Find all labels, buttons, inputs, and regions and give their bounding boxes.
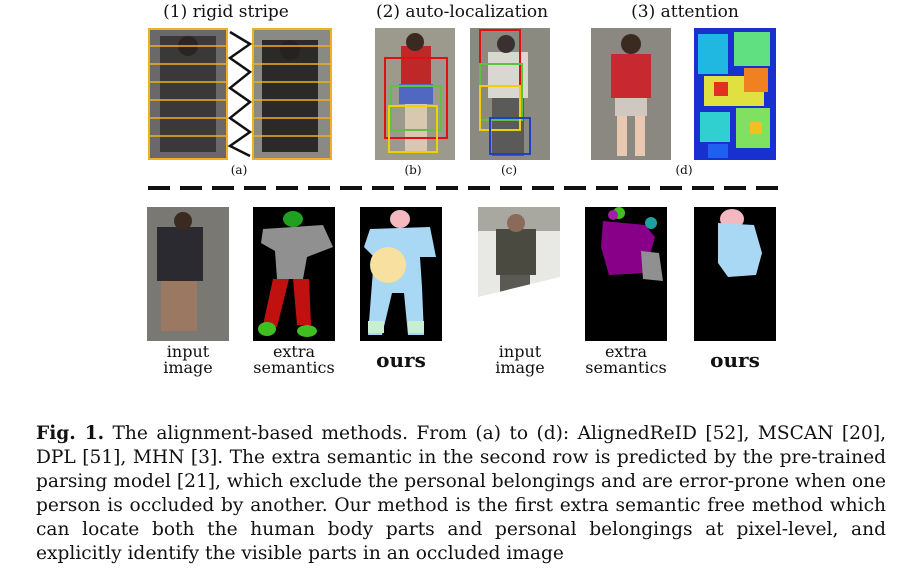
- label-input-image-1: input image: [163, 342, 213, 377]
- ours-mask-2: [694, 207, 776, 341]
- input-image-2: [478, 207, 560, 341]
- ours-mask-1: [360, 207, 442, 341]
- caption-text: The alignment-based methods. From (a) to…: [36, 423, 886, 564]
- auto-localization-figure-c: [470, 28, 550, 160]
- label-extra-semantics-1: extra semantics: [253, 342, 335, 377]
- auto-localization-figure-b: [375, 28, 455, 160]
- input-image-1: [147, 207, 229, 341]
- dashed-separator: [148, 186, 778, 190]
- sublabel-c: (c): [500, 163, 518, 177]
- header-rigid-stripe: (1) rigid stripe: [163, 2, 289, 22]
- extra-semantics-1: [253, 207, 335, 341]
- extra-semantics-2: [585, 207, 667, 341]
- label-ours-2: ours: [710, 348, 760, 372]
- caption-prefix: Fig. 1.: [36, 423, 105, 444]
- attention-heatmap: [694, 28, 776, 160]
- attention-input-image: [591, 28, 671, 160]
- label-extra-semantics-2: extra semantics: [585, 342, 667, 377]
- figure-caption: Fig. 1. The alignment-based methods. Fro…: [36, 422, 886, 566]
- rigid-stripe-figure: [148, 28, 332, 160]
- header-attention: (3) attention: [631, 2, 739, 22]
- sublabel-d: (d): [675, 163, 693, 177]
- label-ours-1: ours: [376, 348, 426, 372]
- header-auto-localization: (2) auto-localization: [375, 2, 549, 22]
- sublabel-a: (a): [230, 163, 248, 177]
- sublabel-b: (b): [404, 163, 422, 177]
- label-input-image-2: input image: [495, 342, 545, 377]
